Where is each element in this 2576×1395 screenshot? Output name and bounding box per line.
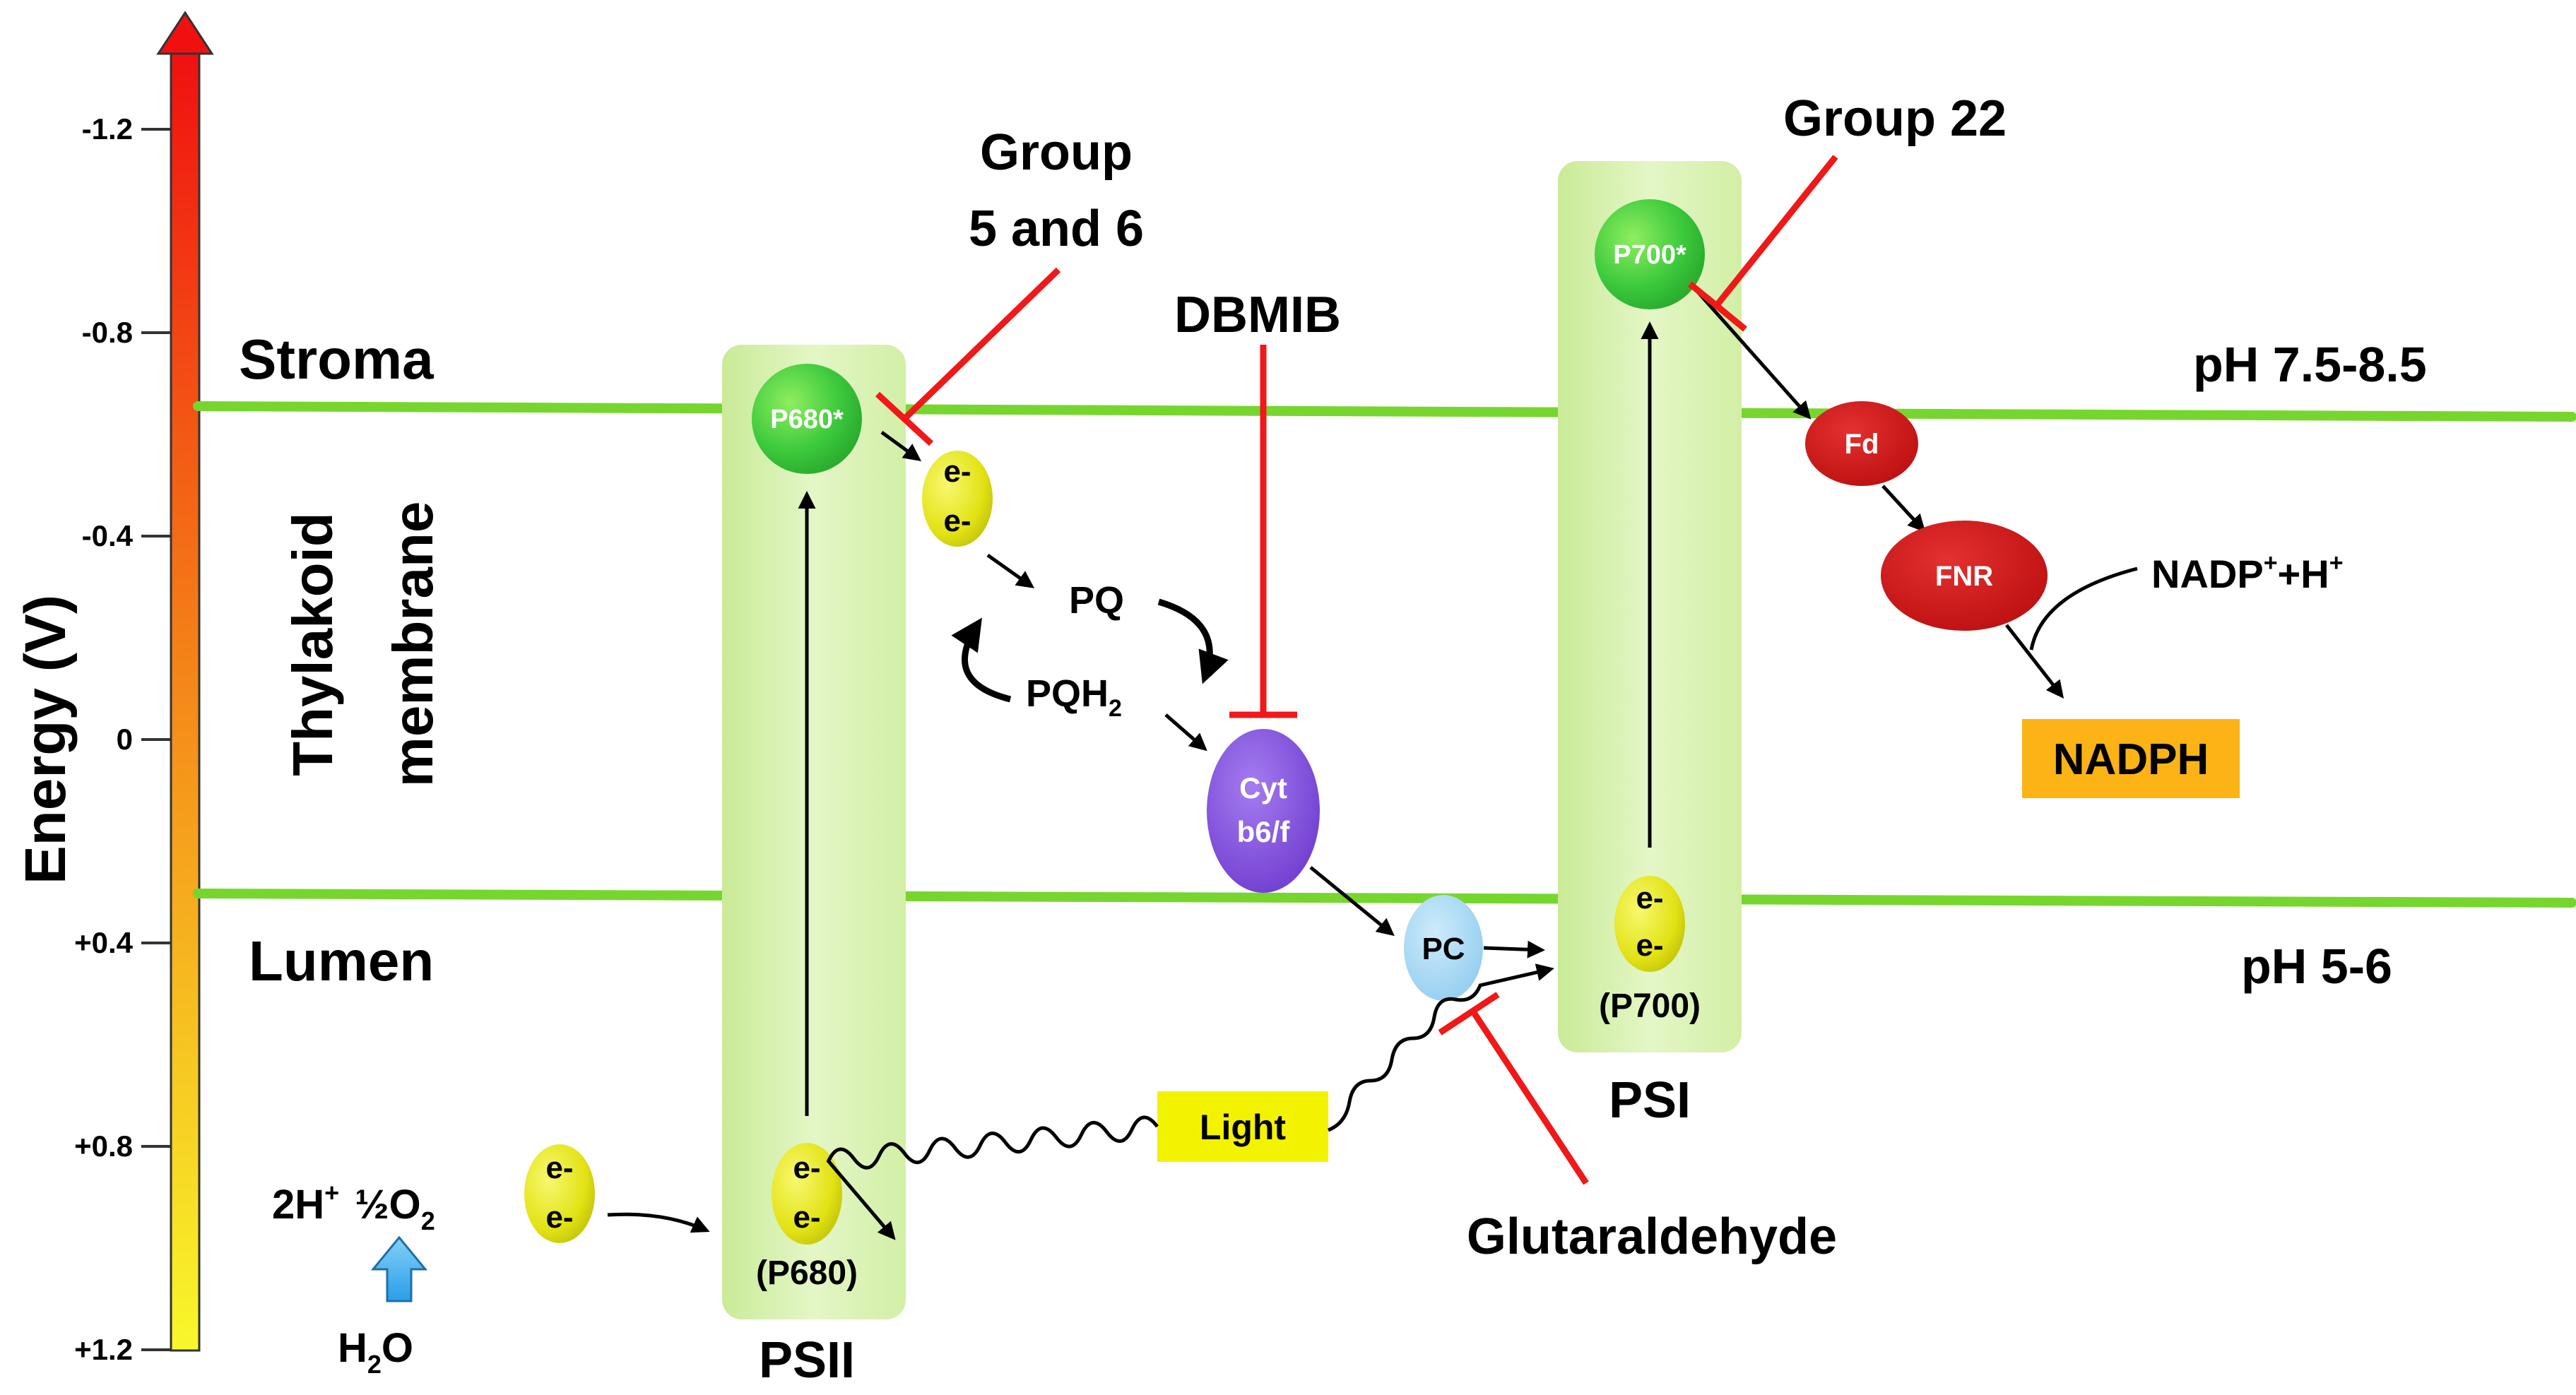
psii-label: PSII <box>759 1332 855 1389</box>
pc-to-psi-arrow <box>1483 940 1545 958</box>
fd-label: Fd <box>1845 429 1879 460</box>
tick-label: -0.4 <box>82 519 134 552</box>
group56-inhibitor-line <box>902 267 1061 422</box>
pqh2-label: PQH2 <box>1026 672 1122 722</box>
fd-to-fnr-arrow <box>1881 485 1926 533</box>
psi-complex: P700* e- e- (P700) PSI <box>1558 161 1742 1129</box>
dbmib-label: DBMIB <box>1174 287 1341 343</box>
ph-stroma-label: pH 7.5-8.5 <box>2193 337 2427 392</box>
light-input: Light <box>826 963 1554 1240</box>
pqh2-to-cyt-arrow <box>1164 713 1207 752</box>
electron-label: e- <box>545 1151 573 1185</box>
tick-label: 0 <box>117 723 133 756</box>
fnr-carrier <box>1881 521 2048 631</box>
nadp-curve <box>2029 566 2138 651</box>
lumen-label: Lumen <box>249 930 434 992</box>
h2o-label: H2O <box>338 1325 413 1379</box>
ferredoxin-chain: Fd FNR NADP++H+ NADPH <box>1694 288 2344 798</box>
electron-label: e- <box>943 504 971 538</box>
water-electron-pair <box>524 1144 595 1243</box>
cyt-label-line2: b6/f <box>1237 815 1291 848</box>
group56-label-line1: Group <box>980 124 1133 181</box>
glutaraldehyde-label: Glutaraldehyde <box>1467 1209 1837 1265</box>
tick-label: +0.4 <box>74 926 134 959</box>
p680-excited-center <box>752 364 862 474</box>
membrane-label-line2: membrane <box>382 501 444 788</box>
p700-ground-label: (P700) <box>1599 987 1701 1025</box>
cyt-to-pc-arrow <box>1309 866 1395 937</box>
ph-lumen-label: pH 5-6 <box>2241 939 2392 994</box>
psi-electron-pair <box>1614 876 1685 972</box>
pq-cycle-left-arrow <box>951 617 1012 703</box>
p700-excited-label: P700* <box>1613 240 1686 270</box>
fd-carrier <box>1805 401 1918 486</box>
energy-arrowhead <box>156 11 214 55</box>
fnr-label: FNR <box>1935 561 1993 592</box>
water-arrow <box>370 1235 428 1302</box>
water-to-psii-arrow <box>607 1212 710 1233</box>
light-box <box>1157 1091 1328 1162</box>
pq-label: PQ <box>1069 579 1124 622</box>
membrane-label-line1: Thylakoid <box>281 512 344 776</box>
tick-label: -0.8 <box>82 316 133 349</box>
pc-carrier <box>1404 895 1483 1001</box>
inhibitor-labels: Group 5 and 6 DBMIB Group 22 Glutaraldeh… <box>969 90 2007 1265</box>
psii-electron-pair <box>772 1143 842 1245</box>
cytochrome-complex: Cyt b6/f PC <box>1207 729 1545 1001</box>
light-label: Light <box>1200 1108 1287 1147</box>
tick-label: +0.8 <box>74 1129 133 1163</box>
lumen-membrane-line <box>193 889 2576 908</box>
electron-label: e- <box>793 1200 820 1235</box>
stroma-label: Stroma <box>239 328 434 391</box>
pq-electron-pair <box>922 451 993 547</box>
cyt-label-line1: Cyt <box>1239 771 1287 805</box>
energy-axis: -1.2 -0.8 -0.4 0 +0.4 +0.8 +1.2 Energy (… <box>13 11 214 1366</box>
nadp-label: NADP++H+ <box>2151 550 2344 596</box>
group22-inhibitor-line <box>1714 155 1838 307</box>
nadph-box <box>2022 719 2240 798</box>
electron-label: e- <box>1636 881 1663 915</box>
cyt-b6f <box>1207 729 1320 893</box>
inhibitors <box>875 155 1838 1185</box>
group56-inhibitor-bar <box>875 391 934 446</box>
tick-label: -1.2 <box>82 112 133 146</box>
electron-label: e- <box>793 1151 820 1185</box>
electron-label: e- <box>1636 928 1663 963</box>
energy-gradient-bar <box>170 49 201 1352</box>
fnr-to-nadph-arrow <box>2005 624 2064 699</box>
psii-box <box>722 345 906 1319</box>
glutaraldehyde-inhibitor-bar <box>1438 992 1500 1035</box>
p700-excited-center <box>1595 199 1705 309</box>
psi-label: PSI <box>1609 1072 1691 1129</box>
light-to-psii-wave <box>826 1115 1159 1240</box>
pc-label: PC <box>1422 932 1465 966</box>
nadph-label: NADPH <box>2053 735 2209 784</box>
electron-to-pq-arrow <box>986 553 1035 588</box>
membrane-lines <box>193 401 2576 908</box>
group56-label-line2: 5 and 6 <box>969 201 1144 257</box>
group22-label: Group 22 <box>1783 90 2007 147</box>
protons-oxygen-label: 2H+½O2 <box>272 1178 435 1235</box>
p680-to-electron-arrow <box>880 430 922 461</box>
water-splitting: 2H+½O2 H2O e- e- <box>272 1144 710 1379</box>
axis-label: Energy (V) <box>13 595 78 884</box>
tick-label: +1.2 <box>74 1333 133 1366</box>
electron-label: e- <box>545 1200 573 1235</box>
psii-complex: P680* e- e- (P680) PSII <box>722 345 906 1389</box>
light-to-psi-wave <box>1327 963 1554 1132</box>
p700-to-fd-arrow <box>1694 288 1812 420</box>
group22-inhibitor-bar <box>1688 281 1747 332</box>
plastoquinone-pool: e- e- PQ PQH2 <box>880 430 1229 752</box>
electron-label: e- <box>943 454 971 489</box>
stroma-membrane-line <box>193 401 2576 422</box>
p680-ground-label: (P680) <box>756 1254 858 1292</box>
pq-cycle-right-arrow <box>1157 598 1229 684</box>
glutaraldehyde-inhibitor-line <box>1470 1009 1589 1185</box>
p680-excited-label: P680* <box>770 405 844 434</box>
